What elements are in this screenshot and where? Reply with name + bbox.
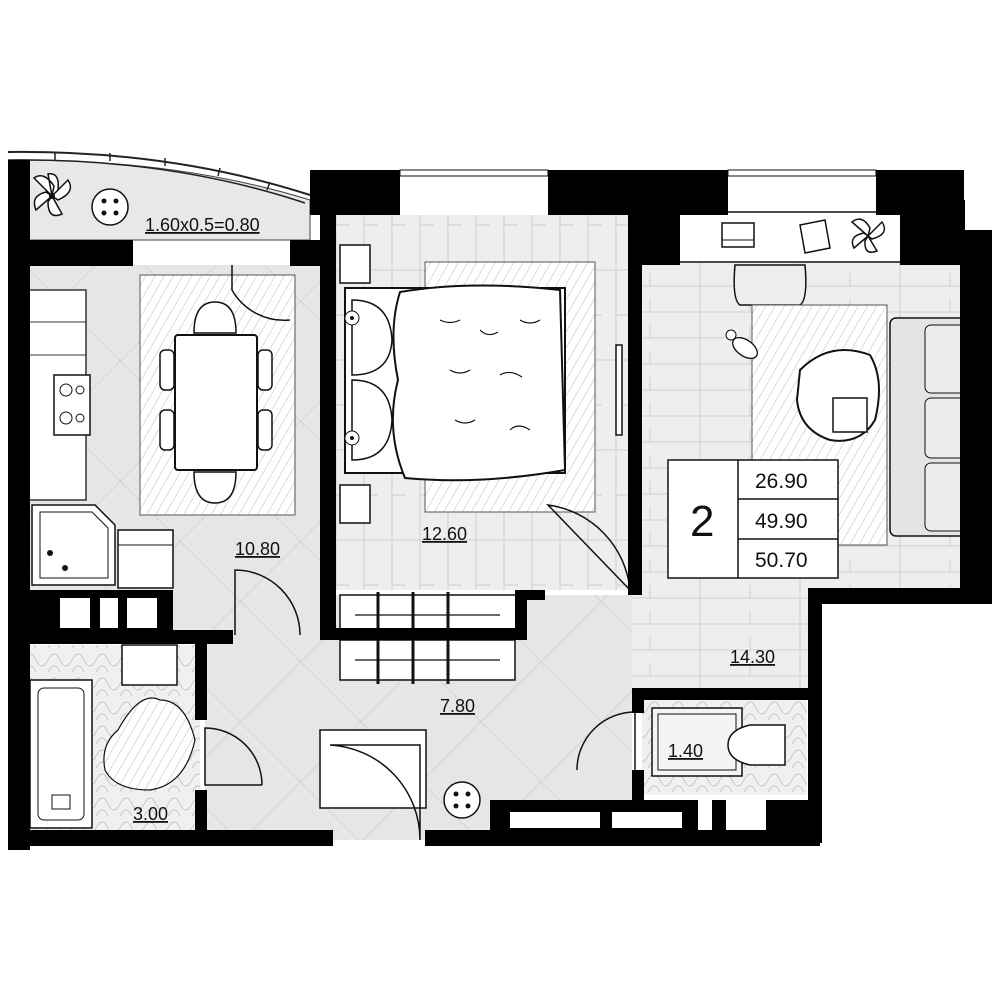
living-area-label: 14.30 (730, 647, 775, 667)
kitchen-furniture: 10.80 (27, 274, 296, 589)
summary-card (667, 459, 839, 579)
dining-table (174, 334, 258, 471)
hallway-floor (205, 595, 632, 840)
stool-icon (443, 781, 481, 819)
washing-machine (117, 529, 174, 589)
total-area-value: 49.90 (755, 510, 808, 533)
bath-rug (103, 697, 196, 791)
nightstand-bottom (339, 484, 371, 524)
office-chair (733, 264, 807, 306)
stove (53, 374, 91, 436)
toilet-furniture: 1.40 (651, 707, 786, 777)
nightstand-top (339, 244, 371, 284)
toilet-area-label: 1.40 (668, 741, 703, 761)
kitchen-area-label: 10.80 (235, 539, 280, 559)
living-area-value: 26.90 (755, 470, 808, 493)
duvet (391, 284, 567, 482)
shower-cabin (31, 504, 116, 586)
laptop-icon (721, 222, 755, 248)
bathroom-furniture: 3.00 (29, 644, 196, 829)
door-swing-icon (204, 265, 636, 841)
plant-icon (32, 173, 72, 217)
balcony: 1.60x0.5=0.80 (7, 150, 311, 235)
toilet-rug (651, 707, 743, 777)
sink (121, 644, 178, 686)
hallway-area-label: 7.80 (440, 696, 475, 716)
cat-icon (725, 329, 759, 360)
notebook-icon (799, 219, 831, 254)
stool-icon (91, 188, 129, 226)
plant-icon (850, 218, 886, 253)
tv (615, 344, 623, 436)
bedroom-area-label: 12.60 (422, 524, 467, 544)
walls (8, 160, 992, 850)
total-area-with-balcony-value: 50.70 (755, 549, 808, 572)
balcony-area-label: 1.60x0.5=0.80 (145, 215, 260, 235)
living-furniture: 2 26.90 49.90 50.70 14.30 (639, 211, 976, 667)
bathroom-area-label: 3.00 (133, 804, 168, 824)
book (832, 397, 868, 433)
bedroom-furniture: 12.60 (339, 244, 623, 684)
room-count: 2 (690, 497, 714, 546)
toilet-bowl (727, 724, 786, 766)
